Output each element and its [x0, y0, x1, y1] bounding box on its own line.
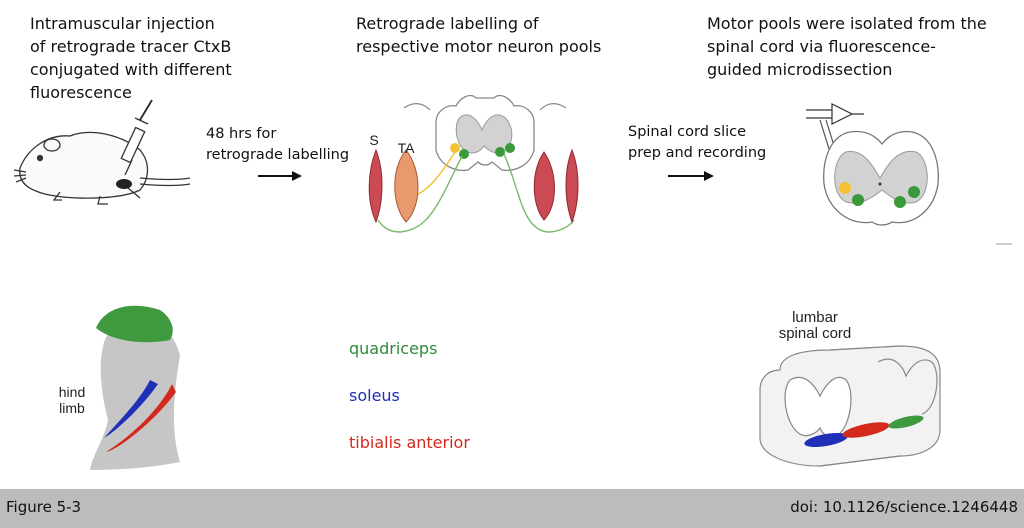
step1-caption: Intramuscular injection of retrograde tr…	[30, 12, 232, 104]
amplifier-icon	[806, 103, 864, 125]
doi-link[interactable]: doi: 10.1126/science.1246448	[790, 498, 1018, 516]
hindlimb-label-line-1: hind	[58, 384, 86, 400]
mouse-illustration	[13, 131, 191, 205]
figure-artwork	[13, 94, 1012, 470]
step1-line-3: conjugated with different	[30, 60, 232, 79]
legend-soleus: soleus	[349, 386, 400, 405]
legend-tibialis-anterior: tibialis anterior	[349, 433, 470, 452]
step2-caption: Retrograde labelling of respective motor…	[356, 12, 601, 58]
spinal-cord-label: lumbar spinal cord	[770, 310, 860, 342]
arrow1-caption: 48 hrs for retrograde labelling	[206, 124, 349, 166]
arrow2-caption: Spinal cord slice prep and recording	[628, 122, 766, 164]
arrow-1	[258, 171, 302, 181]
arrow-2	[668, 171, 714, 181]
step2-line-1: Retrograde labelling of	[356, 14, 539, 33]
step3-caption: Motor pools were isolated from the spina…	[707, 12, 987, 81]
muscles-left	[368, 148, 419, 224]
spinal-cord-label-line-1: lumbar	[792, 309, 838, 326]
hindlimb-label: hind limb	[52, 384, 92, 416]
step3-line-1: Motor pools were isolated from the	[707, 14, 987, 33]
spinal-cord-label-line-2: spinal cord	[778, 325, 852, 342]
label-soleus-muscle: S	[369, 132, 379, 148]
spinal-cord-slice	[823, 130, 939, 226]
step1-line-4: fluorescence	[30, 83, 132, 102]
step1-line-2: of retrograde tracer CtxB	[30, 37, 232, 56]
step3-line-2: spinal cord via fluorescence-	[707, 37, 936, 56]
step1-line-1: Intramuscular injection	[30, 14, 215, 33]
arrow2-line-1: Spinal cord slice	[628, 124, 747, 140]
spinal-cord-motor-pools	[804, 415, 924, 448]
step2-line-2: respective motor neuron pools	[356, 37, 602, 56]
muscles-right	[533, 148, 579, 224]
nerve-paths	[377, 149, 575, 233]
label-ta-muscle: TA	[397, 140, 415, 156]
hindlimb-label-line-2: limb	[59, 400, 85, 416]
footer-bar: Figure 5-3 doi: 10.1126/science.1246448	[0, 489, 1024, 528]
figure-label: Figure 5-3	[6, 498, 82, 516]
syringe-illustration	[120, 99, 153, 176]
arrow2-line-2: prep and recording	[628, 145, 767, 161]
hindlimb-illustration	[90, 305, 180, 470]
lumbar-spinal-cord-illustration	[759, 345, 941, 467]
arrow1-line-2: retrograde labelling	[206, 147, 350, 163]
arrow1-line-1: 48 hrs for	[206, 126, 277, 142]
legend-quadriceps: quadriceps	[349, 339, 438, 358]
step3-line-3: guided microdissection	[707, 60, 893, 79]
spinal-cord-section	[403, 94, 567, 172]
